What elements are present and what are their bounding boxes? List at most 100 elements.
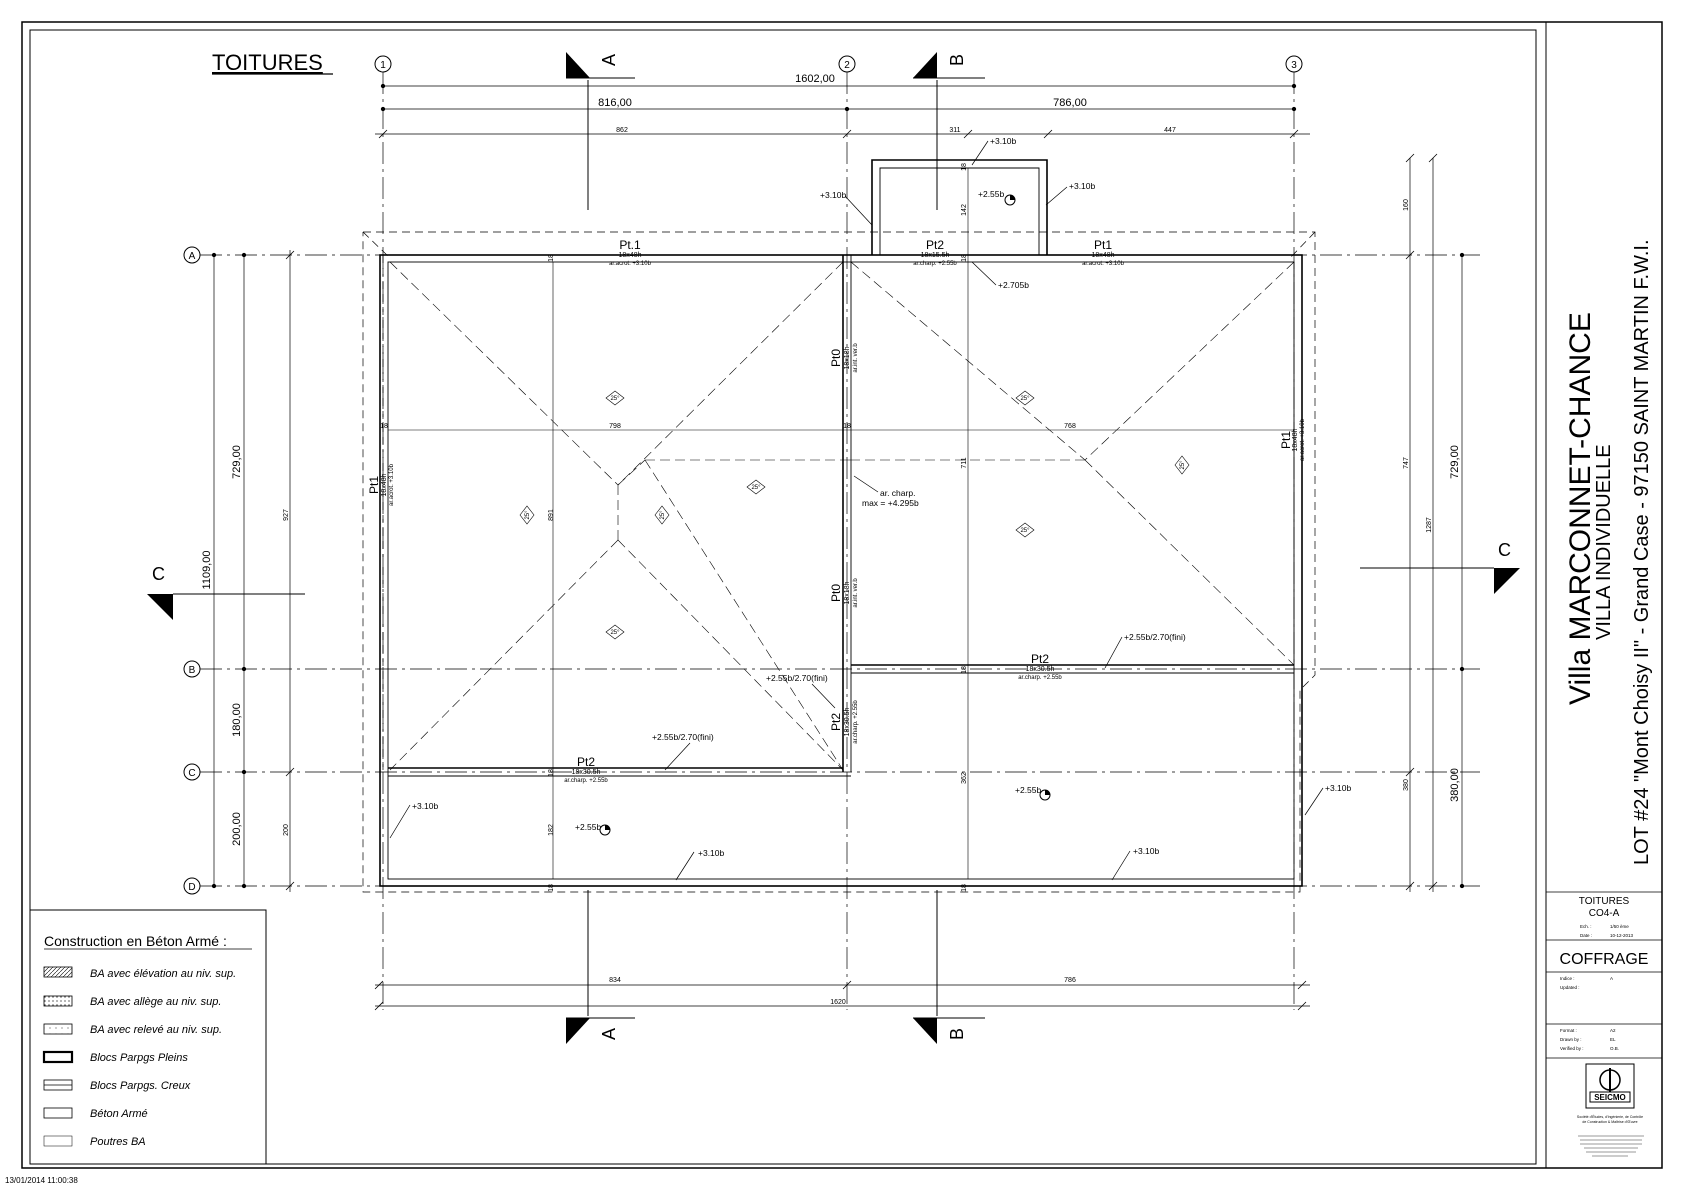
- dim-right-747: 747: [1403, 457, 1410, 469]
- legend-item-3: BA avec relevé au niv. sup.: [90, 1024, 222, 1036]
- company-line-1: Société d'Études, d'Ingénierie, de Contr…: [1577, 1114, 1643, 1119]
- dim-left-200: 200,00: [231, 812, 243, 846]
- grid-label-d: D: [188, 882, 195, 893]
- beam-pt2-vert: Pt2: [829, 713, 843, 731]
- dim-18-e: 18: [843, 423, 851, 430]
- dim-top-total: 1602,00: [795, 73, 835, 85]
- legend-swatches: [42, 966, 74, 1147]
- company-logo: SEICMO: [1585, 1063, 1635, 1109]
- beam-pt2-low-size: 18x30.5h: [572, 769, 601, 776]
- dim-18-c: 18: [961, 163, 968, 171]
- dimension-lines: [211, 83, 1465, 1007]
- level-310-annex-left: +3.10b: [820, 190, 847, 200]
- grid-bubble-c: [183, 763, 201, 781]
- slope-marker-1: 25°: [605, 390, 625, 406]
- title-block-rows: [1546, 891, 1662, 1169]
- tb-update-label: Updated :: [1560, 985, 1580, 990]
- legend-swatch-poutres: [43, 1135, 73, 1147]
- dim-right-729: 729,00: [1449, 445, 1461, 479]
- level-310-annex-top: +3.10b: [990, 136, 1017, 146]
- svg-text:25°: 25°: [1020, 528, 1030, 534]
- dimension-ticks: [285, 129, 1438, 1011]
- page-title: TOITURES: [212, 50, 323, 75]
- partitions: [388, 168, 1294, 879]
- level-310-bottom-left: +3.10b: [698, 848, 725, 858]
- svg-text:25°: 25°: [1180, 460, 1186, 470]
- dim-right-160: 160: [1403, 199, 1410, 211]
- level-charp: ar. charp.: [880, 488, 915, 498]
- tb-verified-label: Verified by :: [1560, 1046, 1584, 1051]
- section-b-top-arrow: [913, 52, 937, 78]
- svg-text:25°: 25°: [610, 630, 620, 636]
- beam-pt2-mid: Pt2: [1031, 652, 1049, 666]
- dim-18-i: 18: [548, 769, 555, 777]
- beam-pt0-upper-size: 18x18h: [844, 346, 851, 369]
- legend-swatch-beton: [43, 1107, 73, 1119]
- level-symbols: [599, 194, 1051, 836]
- section-c-left-arrow: [147, 594, 173, 620]
- project-type: VILLA INDIVIDUELLE: [1593, 444, 1615, 640]
- beam-pt1-left: Pt1: [367, 476, 381, 494]
- level-310-right: +3.10b: [1325, 783, 1352, 793]
- level-charp-max: max = +4.295b: [862, 498, 919, 508]
- beam-pt1-top-left-level: ar.acrot. +3.10b: [609, 261, 652, 267]
- beam-pt2-mid-size: 18x30.5h: [1026, 666, 1055, 673]
- grid-bubble-b: [183, 660, 201, 678]
- section-c-right-arrow: [1494, 568, 1520, 594]
- beam-pt1-left-size: 18x48h: [381, 473, 388, 496]
- dim-right-380b: 380,00: [1449, 768, 1461, 802]
- beam-pt1-right-size: 18x48h: [1292, 428, 1299, 451]
- legend-title: Construction en Béton Armé :: [44, 933, 227, 949]
- level-310-left: +3.10b: [412, 801, 439, 811]
- grid-bubbles: [183, 55, 1303, 895]
- section-label-a-bottom: A: [599, 1028, 619, 1040]
- legend-item-2: BA avec allège au niv. sup.: [90, 996, 221, 1008]
- svg-text:25°: 25°: [660, 510, 666, 520]
- grid-bubble-2: [838, 55, 856, 73]
- roof-hips: [389, 261, 1295, 771]
- dim-768: 768: [1064, 423, 1076, 430]
- dim-top-447: 447: [1164, 127, 1176, 134]
- dim-18-g: 18: [548, 884, 555, 892]
- dim-182: 182: [548, 824, 555, 836]
- section-label-c-right: C: [1498, 540, 1511, 560]
- tb-drawn: EL: [1610, 1037, 1616, 1042]
- grid-lines: [200, 72, 1480, 1010]
- tb-ref: CO4-A: [1589, 908, 1620, 919]
- slope-marker-6: 25°: [1015, 522, 1035, 538]
- tb-verified: O.B.: [1610, 1046, 1619, 1051]
- dim-bottom-1620: 1620: [830, 999, 846, 1006]
- dim-711: 711: [961, 457, 968, 468]
- level-255-annex: +2.55b: [978, 189, 1005, 199]
- legend-swatch-allege: [43, 995, 73, 1007]
- level-255f-mid: +2.55b/2.70(fini): [766, 673, 828, 683]
- dim-798: 798: [609, 423, 621, 430]
- beam-pt1-top-right-size: 18x48h: [1092, 252, 1115, 259]
- section-a-bottom-arrow: [566, 1018, 590, 1044]
- grid-bubble-d: [183, 877, 201, 895]
- beam-pt2-mid-level: ar.charp. +2.55b: [1018, 675, 1062, 681]
- legend-swatch-releve: [43, 1023, 73, 1035]
- dim-18-a: 18: [548, 254, 555, 262]
- level-310-bottom-right: +3.10b: [1133, 846, 1160, 856]
- wall-annex-inner: [879, 167, 1040, 255]
- wall-inner: [387, 261, 1295, 880]
- dim-18-f: 18: [961, 666, 968, 674]
- slope-marker-3: 25°: [746, 479, 766, 495]
- dim-top-862: 862: [616, 127, 628, 134]
- grid-bubble-3: [1285, 55, 1303, 73]
- dim-top-311: 311: [949, 127, 960, 134]
- svg-text:25°: 25°: [751, 485, 761, 491]
- tb-index: A: [1610, 976, 1613, 981]
- dim-362: 362: [961, 772, 968, 784]
- dim-top-right: 786,00: [1053, 97, 1087, 109]
- section-b-bottom-arrow: [913, 1018, 937, 1044]
- company-contact: [1578, 1135, 1644, 1157]
- section-label-b-top: B: [947, 54, 967, 66]
- section-a-top-arrow: [566, 52, 590, 78]
- level-255f-right: +2.55b/2.70(fini): [1124, 632, 1186, 642]
- beam-pt1-top-left: Pt.1: [619, 238, 641, 252]
- svg-text:SEICMO: SEICMO: [1594, 1093, 1626, 1102]
- dim-891: 891: [548, 509, 555, 521]
- beam-pt2-top-level: ar.charp. +2.55b: [913, 261, 957, 267]
